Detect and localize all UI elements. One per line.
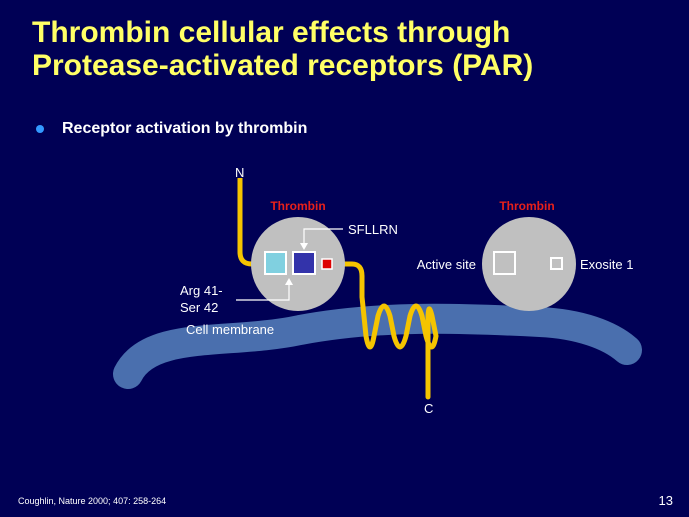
cleaved-ligand-block [264,251,287,275]
exosite-label: Exosite 1 [580,257,633,272]
thrombin-right-label: Thrombin [499,199,554,213]
c-terminus-label: C [424,401,433,416]
sfllrn-arrow-icon [300,243,308,250]
thrombin-free-body [482,217,576,311]
bullet-dot-icon [36,125,44,133]
receptor-transmembrane-chain [330,261,439,400]
title-line-2: Protease-activated receptors (PAR) [32,49,534,82]
slide-title: Thrombin cellular effects through Protea… [32,16,533,82]
tethered-ligand-block [292,251,316,275]
slide-number: 13 [658,493,673,508]
active-site-box [493,251,516,275]
n-terminus-label: N [235,165,244,180]
receptor-bound-marker [321,258,333,270]
cell-membrane-band [113,303,642,389]
bullet-item: Receptor activation by thrombin [36,120,307,138]
sfllrn-pointer-line [303,228,343,246]
active-site-label: Active site [417,257,476,272]
sfllrn-label: SFLLRN [348,222,398,237]
cleavage-arrow-icon [285,278,293,285]
bullet-text: Receptor activation by thrombin [62,120,308,137]
cleavage-pointer-line [236,282,290,301]
cleavage-site-label-line2: Ser 42 [180,300,218,315]
cleavage-site-label-line1: Arg 41- [180,283,223,298]
exosite-box [550,257,563,270]
title-line-1: Thrombin cellular effects through [32,16,511,49]
cell-membrane-label: Cell membrane [186,322,274,337]
citation: Coughlin, Nature 2000; 407: 258-264 [18,496,167,506]
thrombin-left-label: Thrombin [270,199,325,213]
